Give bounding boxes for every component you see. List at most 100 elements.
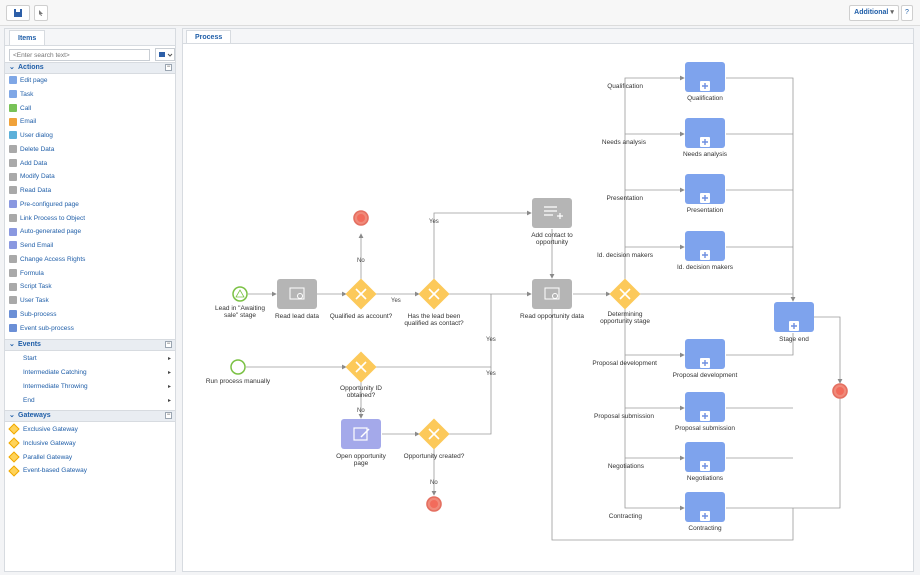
start-event-lead[interactable] bbox=[232, 286, 248, 302]
action-item[interactable]: User dialog bbox=[9, 130, 53, 142]
action-label: Delete Data bbox=[20, 145, 55, 153]
action-label: Add Data bbox=[20, 159, 48, 167]
action-item[interactable]: Script Task bbox=[9, 281, 52, 293]
end-event-2[interactable] bbox=[426, 496, 442, 512]
label-stage-end: Stage end bbox=[779, 336, 809, 343]
flow-label-contracting: Contracting bbox=[609, 513, 643, 520]
gateway-item[interactable]: Parallel Gateway bbox=[8, 451, 72, 464]
action-icon bbox=[9, 186, 17, 195]
task-read-lead-data[interactable] bbox=[277, 279, 317, 309]
event-item[interactable]: Intermediate Throwing▸ bbox=[23, 381, 173, 393]
action-item[interactable]: Email bbox=[9, 116, 36, 128]
subprocess-stage-end[interactable] bbox=[774, 302, 814, 332]
action-icon bbox=[9, 158, 17, 167]
collapse-icon[interactable]: − bbox=[165, 341, 172, 348]
action-item[interactable]: Add Data bbox=[9, 158, 47, 170]
cursor-icon bbox=[39, 10, 43, 16]
action-icon bbox=[9, 268, 17, 277]
process-canvas[interactable]: Process bbox=[182, 28, 914, 572]
section-events[interactable]: ⌄ Events − bbox=[5, 339, 175, 351]
action-item[interactable]: Edit page bbox=[9, 75, 47, 87]
action-item[interactable]: Read Data bbox=[9, 185, 51, 197]
action-label: Auto-generated page bbox=[20, 228, 82, 236]
flow-label-no-1: No bbox=[357, 258, 365, 264]
action-item[interactable]: Event sub-process bbox=[9, 323, 74, 335]
action-item[interactable]: User Task bbox=[9, 295, 49, 307]
subprocess-negotiations[interactable] bbox=[685, 442, 725, 472]
action-item[interactable]: Change Access Rights bbox=[9, 254, 85, 266]
start-event-manual[interactable] bbox=[230, 359, 246, 375]
gateway-item[interactable]: Event-based Gateway bbox=[8, 464, 87, 477]
label-has-lead-2: qualified as contact? bbox=[404, 320, 464, 327]
tab-items[interactable]: Items bbox=[9, 30, 46, 45]
flow-label-yes-2: Yes bbox=[429, 219, 439, 225]
end-event-1[interactable] bbox=[353, 210, 369, 226]
gateway-opportunity-created[interactable] bbox=[418, 418, 450, 450]
chevron-right-icon: ▸ bbox=[167, 398, 171, 404]
action-item[interactable]: Modify Data bbox=[9, 171, 55, 183]
settings-button[interactable] bbox=[34, 5, 48, 21]
gateway-item[interactable]: Inclusive Gateway bbox=[8, 437, 76, 450]
section-actions[interactable]: ⌄ Actions − bbox=[5, 62, 175, 74]
action-item[interactable]: Pre-configured page bbox=[9, 199, 79, 211]
flow-label-presentation: Presentation bbox=[607, 195, 644, 202]
end-event-3[interactable] bbox=[832, 383, 848, 399]
gateway-lead-qualified-contact[interactable] bbox=[418, 278, 450, 310]
action-item[interactable]: Sub-process bbox=[9, 309, 57, 321]
subprocess-needs-analysis[interactable] bbox=[685, 118, 725, 148]
subprocess-proposal-submission[interactable] bbox=[685, 392, 725, 422]
action-item[interactable]: Call bbox=[9, 103, 31, 115]
event-label: End bbox=[23, 397, 35, 404]
chevron-down-icon: ⌄ bbox=[9, 64, 15, 71]
event-item[interactable]: Intermediate Catching▸ bbox=[23, 367, 173, 379]
action-item[interactable]: Send Email bbox=[9, 240, 53, 252]
subprocess-presentation[interactable] bbox=[685, 174, 725, 204]
task-add-contact[interactable] bbox=[532, 198, 572, 228]
canvas-tabs: Process bbox=[183, 29, 913, 44]
flow-label-yes-3: Yes bbox=[486, 337, 496, 343]
collapse-icon[interactable]: − bbox=[165, 412, 172, 419]
subprocess-id-decision-makers[interactable] bbox=[685, 231, 725, 261]
additional-button[interactable]: Additional ▾ bbox=[849, 5, 899, 21]
section-gateways[interactable]: ⌄ Gateways − bbox=[5, 410, 175, 422]
action-item[interactable]: Link Process to Object bbox=[9, 213, 85, 225]
tab-process[interactable]: Process bbox=[186, 30, 232, 43]
gateway-icon bbox=[8, 423, 20, 435]
search-input[interactable] bbox=[9, 49, 150, 61]
view-mode-button[interactable] bbox=[155, 48, 175, 61]
flow-label-negotiations: Negotiations bbox=[608, 463, 645, 470]
action-item[interactable]: Task bbox=[9, 89, 33, 101]
action-label: Modify Data bbox=[20, 173, 55, 181]
action-item[interactable]: Formula bbox=[9, 268, 44, 280]
action-icon bbox=[9, 255, 17, 264]
subprocess-contracting[interactable] bbox=[685, 492, 725, 522]
action-label: Pre-configured page bbox=[20, 200, 79, 208]
gateway-opportunity-id[interactable] bbox=[345, 351, 377, 383]
chevron-right-icon: ▸ bbox=[167, 384, 171, 390]
chevron-down-icon: ⌄ bbox=[9, 412, 15, 419]
action-label: Formula bbox=[20, 269, 44, 277]
gateway-label: Inclusive Gateway bbox=[23, 439, 76, 447]
subprocess-proposal-development[interactable] bbox=[685, 339, 725, 369]
gateway-icon bbox=[8, 451, 20, 463]
action-icon bbox=[9, 145, 17, 154]
gateway-item[interactable]: Exclusive Gateway bbox=[8, 423, 78, 436]
action-icon bbox=[9, 310, 17, 319]
collapse-icon[interactable]: − bbox=[165, 64, 172, 71]
event-item[interactable]: Start▸ bbox=[23, 353, 173, 365]
subprocess-qualification[interactable] bbox=[685, 62, 725, 92]
save-button[interactable] bbox=[6, 5, 30, 21]
gateway-qualified-account[interactable] bbox=[345, 278, 377, 310]
flow-label-qualification: Qualification bbox=[607, 83, 643, 90]
gateway-determining-stage[interactable] bbox=[609, 278, 641, 310]
action-item[interactable]: Auto-generated page bbox=[9, 226, 81, 238]
help-button[interactable]: ? bbox=[901, 5, 913, 21]
task-open-opportunity-page[interactable] bbox=[341, 419, 381, 449]
action-label: Read Data bbox=[20, 187, 52, 194]
event-item[interactable]: End ▸ bbox=[23, 395, 173, 407]
section-gateways-label: Gateways bbox=[18, 412, 51, 419]
gateway-icon bbox=[8, 464, 20, 477]
label-opportunity-created: Opportunity created? bbox=[404, 453, 465, 460]
action-item[interactable]: Delete Data bbox=[9, 144, 54, 156]
task-read-opportunity-data[interactable] bbox=[532, 279, 572, 309]
